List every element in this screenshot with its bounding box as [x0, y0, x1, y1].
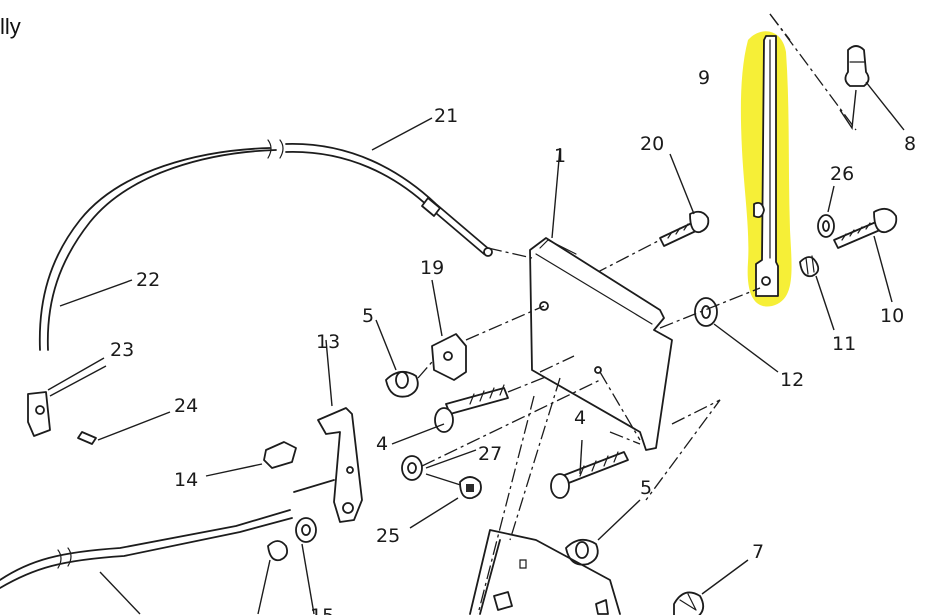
callout-27: 27: [478, 443, 502, 465]
centerline-a: [539, 355, 575, 373]
part-20-bolt: [593, 153, 710, 275]
callout-7: 7: [752, 541, 764, 563]
callout-13: 13: [316, 331, 340, 353]
callout-10: 10: [880, 305, 904, 327]
callout-14: 14: [174, 469, 198, 491]
callout-4a: 4: [376, 433, 388, 455]
part-14-block: [205, 441, 297, 477]
part-4-bolt-lower: [550, 439, 629, 499]
part-5-nut-lower: [565, 499, 641, 566]
part-10-bolt: [833, 207, 898, 303]
callout-11: 11: [832, 333, 856, 355]
centerline-b: [599, 371, 641, 441]
part-26-washer: [817, 185, 835, 238]
callout-12: 12: [780, 369, 804, 391]
lower-cable: [0, 509, 293, 615]
part-27-washer: [401, 379, 601, 489]
part-15-washer: [267, 517, 317, 615]
part-5-nut-upper: [375, 319, 433, 398]
callout-5a: 5: [362, 305, 374, 327]
part-13-lever: [293, 339, 363, 523]
part-8-knob: [839, 45, 905, 131]
callout-5b: 5: [640, 477, 652, 499]
part-7-gear: [673, 559, 749, 615]
callout-1: 1: [554, 145, 566, 167]
bottom-bracket: [469, 377, 621, 615]
callout-26: 26: [830, 163, 854, 185]
callout-8: 8: [904, 133, 916, 155]
callout-23: 23: [110, 339, 134, 361]
callout-22: 22: [136, 269, 160, 291]
part-9-arm: [753, 13, 857, 297]
part-25-nut: [409, 476, 482, 529]
callout-20: 20: [640, 133, 664, 155]
cable-21-22: [38, 117, 493, 351]
part-11-spring: [799, 255, 835, 331]
callout-19: 19: [420, 257, 444, 279]
callout-21: 21: [434, 105, 458, 127]
callout-9: 9: [698, 67, 710, 89]
part-24-pin: [77, 411, 171, 445]
callout-4b: 4: [574, 407, 586, 429]
part-12-washer: [659, 287, 779, 373]
part-4-bolt-upper: [391, 375, 549, 445]
callout-15: 15: [310, 605, 334, 615]
callout-24: 24: [174, 395, 198, 417]
page-text-fragment: lly: [0, 14, 21, 39]
part-23-cable-end: [27, 357, 107, 437]
part-1-plate: [465, 147, 721, 501]
part-19-clip: [431, 279, 467, 381]
callout-25: 25: [376, 525, 400, 547]
